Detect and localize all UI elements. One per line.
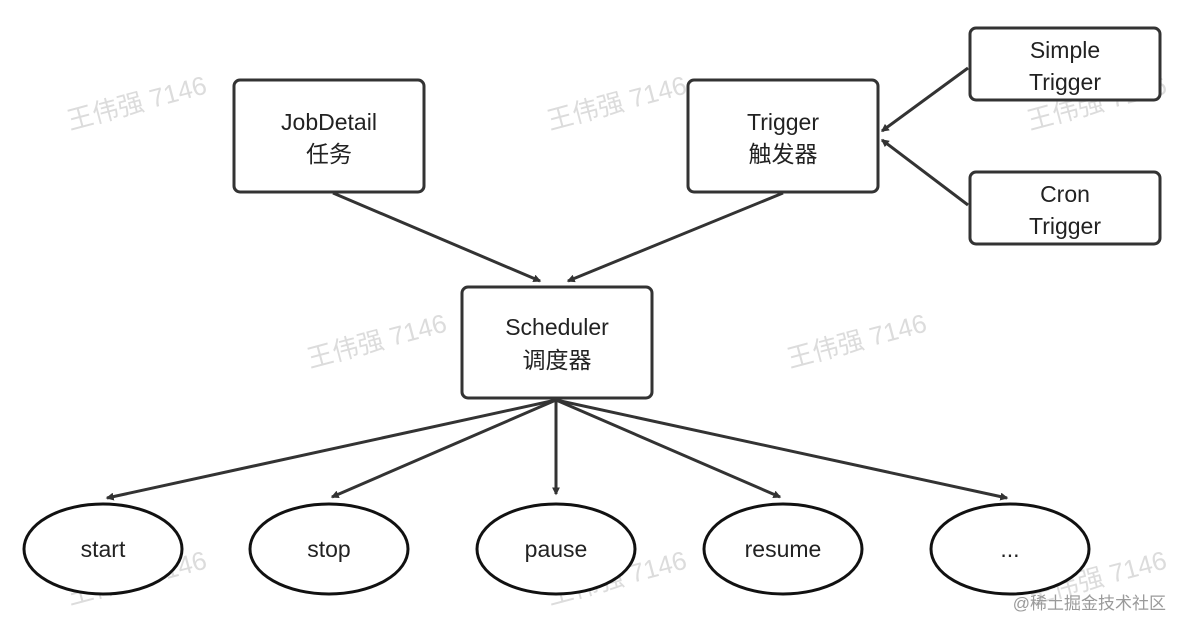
watermark: 王伟强 7146	[544, 70, 690, 136]
cron-trigger-line2: Trigger	[1029, 213, 1101, 239]
watermark: 王伟强 7146	[784, 308, 930, 374]
cron-trigger-line1: Cron	[1040, 181, 1090, 207]
action-resume-label: resume	[745, 536, 822, 562]
jobdetail-node: JobDetail 任务	[232, 78, 426, 194]
action-start-ellipse	[22, 502, 184, 596]
action-pause-label: pause	[525, 536, 588, 562]
arrow-simple-trigger-to-trigger	[880, 66, 969, 133]
action-stop-ellipse	[248, 502, 410, 596]
action-resume-node: resume	[702, 502, 864, 596]
action-stop-label: stop	[307, 536, 350, 562]
simple-trigger-node: Simple Trigger	[968, 26, 1162, 102]
arrow-scheduler-to-resume	[555, 398, 782, 499]
connector-layer	[105, 66, 1009, 501]
scheduler-box	[460, 285, 654, 400]
arrow-cron-trigger-to-trigger	[880, 138, 969, 207]
arrow-scheduler-to-start	[105, 398, 557, 501]
action-more-ellipse	[929, 502, 1091, 596]
scheduler-node: Scheduler 调度器	[460, 285, 654, 400]
jobdetail-box	[232, 78, 426, 194]
arrow-scheduler-to-stop	[330, 398, 557, 499]
action-more-label: ...	[1000, 536, 1019, 562]
arrow-trigger-to-scheduler	[566, 191, 784, 283]
arrow-jobdetail-to-scheduler	[332, 191, 542, 283]
watermark: 王伟强 7146	[64, 70, 210, 136]
cron-trigger-box	[968, 170, 1162, 246]
jobdetail-subtitle: 任务	[306, 141, 352, 167]
trigger-subtitle: 触发器	[749, 141, 818, 167]
simple-trigger-line1: Simple	[1030, 37, 1100, 63]
action-start-node: start	[22, 502, 184, 596]
trigger-box	[686, 78, 880, 194]
jobdetail-title: JobDetail	[281, 109, 377, 135]
cron-trigger-node: Cron Trigger	[968, 170, 1162, 246]
arrow-scheduler-to-more	[555, 398, 1009, 501]
trigger-node: Trigger 触发器	[686, 78, 880, 194]
scheduler-title: Scheduler	[505, 314, 609, 340]
watermark: 王伟强 7146	[304, 308, 450, 374]
simple-trigger-line2: Trigger	[1029, 69, 1101, 95]
action-more-node: ...	[929, 502, 1091, 596]
site-credit: @稀土掘金技术社区	[1013, 594, 1166, 613]
action-resume-ellipse	[702, 502, 864, 596]
scheduler-subtitle: 调度器	[523, 347, 592, 373]
action-pause-node: pause	[475, 502, 637, 596]
trigger-title: Trigger	[747, 109, 819, 135]
action-pause-ellipse	[475, 502, 637, 596]
action-stop-node: stop	[248, 502, 410, 596]
simple-trigger-box	[968, 26, 1162, 102]
action-start-label: start	[81, 536, 126, 562]
